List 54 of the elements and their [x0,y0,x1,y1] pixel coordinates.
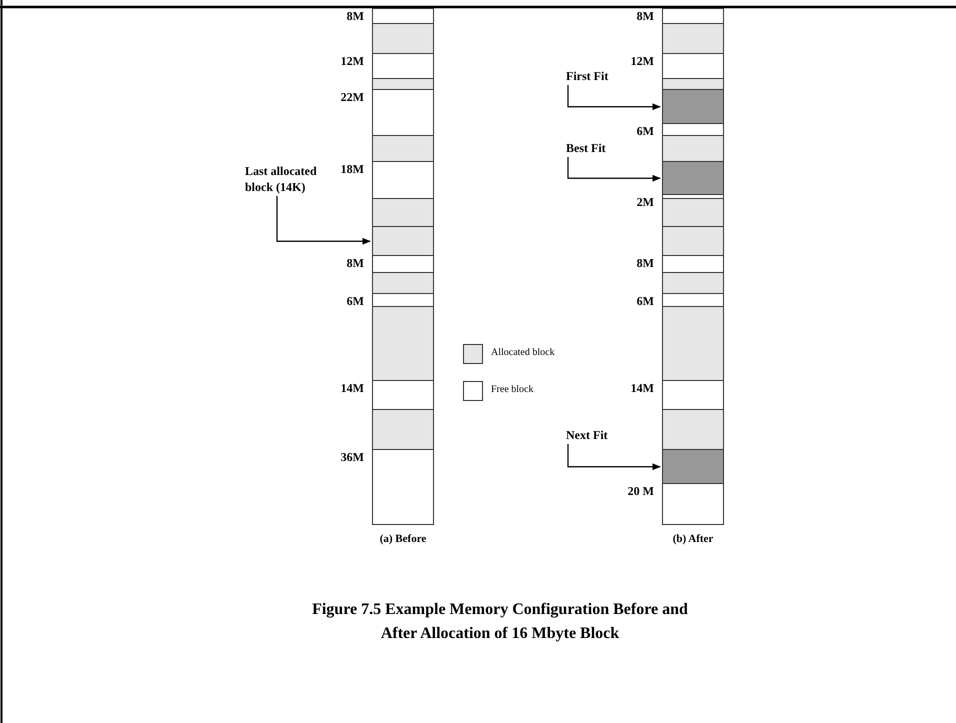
size-label: 8M [346,9,364,24]
pointer-label: Best Fit [566,140,626,156]
size-label: 36M [340,450,364,465]
allocated-block [372,226,434,256]
size-label: 12M [340,54,364,69]
size-label: 6M [346,294,364,309]
free-block [372,449,434,524]
free-block [372,89,434,136]
free-block [372,53,434,80]
size-label: 8M [636,256,654,271]
allocated-block [662,272,724,294]
allocated-block [372,135,434,162]
pointer-label: Next Fit [566,427,626,443]
size-label: 6M [636,124,654,139]
size-label: 14M [630,381,654,396]
arrow [276,196,371,245]
new-allocation-block [662,89,724,124]
size-label: 14M [340,381,364,396]
allocated-block [372,306,434,382]
size-label: 22M [340,90,364,105]
allocated-block [662,409,724,450]
size-label: 20 M [626,484,654,499]
allocated-block [372,23,434,54]
allocated-block [662,135,724,162]
size-label: 12M [630,54,654,69]
arrow [567,444,661,470]
allocated-block [662,226,724,256]
allocated-block [662,23,724,54]
free-block [662,483,724,524]
pointer-label: First Fit [566,68,626,84]
free-block [662,380,724,410]
free-block [372,380,434,410]
allocated-block [372,409,434,450]
allocated-block [372,272,434,294]
new-allocation-block [662,161,724,196]
new-allocation-block [662,449,724,484]
legend-label: Free block [491,384,534,395]
size-label: 8M [346,256,364,271]
free-block [662,53,724,80]
legend-label: Allocated block [491,347,555,358]
pointer-label: Last allocated block (14K) [245,163,325,195]
arrow [567,85,661,110]
column-caption: (b) After [672,533,714,545]
arrow [567,157,661,182]
size-label: 8M [636,9,654,24]
allocated-block [372,198,434,228]
size-label: 2M [636,195,654,210]
free-block [372,161,434,200]
column-caption: (a) Before [378,533,428,545]
allocated-block [662,306,724,382]
size-label: 18M [340,162,364,177]
figure-caption: Figure 7.5 Example Memory Configuration Before and After Allocation of 16 Mbyte Block [311,600,689,644]
size-label: 6M [636,294,654,309]
allocated-block [662,198,724,228]
